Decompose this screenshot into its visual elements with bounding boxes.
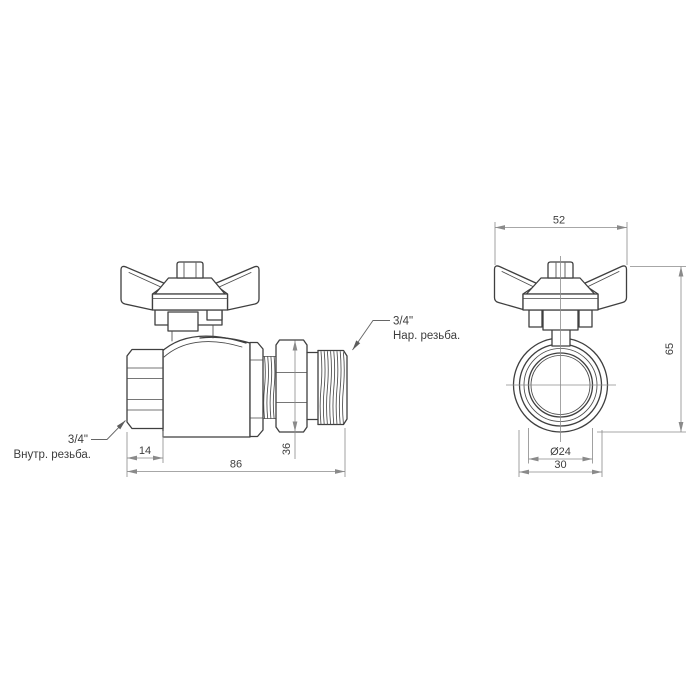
stem-tab-left	[528, 309, 543, 328]
body-dome-arc	[159, 335, 247, 354]
dim-d24-text: Ø24	[550, 446, 571, 458]
dim-14-text: 14	[139, 445, 151, 457]
male-thread-leader	[352, 320, 390, 351]
handle-wing-right-edge	[216, 272, 252, 289]
female-cap-facets	[126, 367, 164, 411]
female-cap	[126, 348, 164, 430]
extension-lines-65	[597, 266, 686, 433]
label-male-thread: 3/4" Нар. резьба.	[352, 316, 460, 351]
stem-tab-right	[578, 309, 593, 328]
stem-neck-lines	[171, 324, 214, 342]
body-dome-inner-arc	[163, 341, 243, 358]
male-thread-size-text: 3/4"	[393, 316, 413, 328]
handle-wing-right	[213, 265, 260, 311]
extension-lines-30	[518, 430, 603, 477]
neck	[306, 349, 319, 426]
female-thread-label-text: Внутр. резьба.	[13, 449, 91, 461]
union-nut-facets	[275, 372, 308, 403]
male-thread-lines	[319, 351, 345, 425]
handle-wing-right-front-edge	[584, 271, 620, 289]
stem-tab	[206, 309, 223, 321]
tail-hex	[249, 341, 264, 438]
dim-36-text: 36	[281, 443, 293, 455]
handle-hex-bolt-front-facets	[555, 262, 566, 279]
butterfly-handle-side	[120, 261, 260, 342]
male-thread-label-text: Нар. резьба.	[393, 330, 460, 342]
dim-52-text: 52	[553, 215, 565, 227]
handle-wing-left	[120, 265, 167, 311]
handle-wing-left-front-edge	[501, 271, 537, 289]
handle-hex-bolt	[176, 261, 204, 279]
side-dimensions: 14 86 36	[126, 340, 346, 477]
handle-wing-left-front	[493, 265, 539, 311]
centerlines	[506, 256, 616, 442]
dim-30-text: 30	[554, 459, 566, 471]
valve-body-outline	[162, 336, 251, 438]
stem-gland	[167, 311, 199, 332]
dim-65-text: 65	[664, 343, 676, 355]
tail-hex-facets	[249, 359, 264, 419]
handle-wing-left-edge	[128, 272, 164, 289]
handle-band	[151, 293, 229, 311]
handle-wing-right-front	[582, 265, 628, 311]
male-thread-outline	[317, 349, 348, 426]
front-dimensions: 52 65 Ø24 30	[494, 215, 686, 477]
female-thread-leader	[91, 420, 126, 440]
tail-thread-edges	[262, 356, 278, 419]
extension-lines-52	[494, 222, 628, 265]
handle-hex-bolt-facets	[183, 262, 197, 279]
valve-body-side	[126, 335, 348, 438]
label-female-thread: 3/4" Внутр. резьба.	[13, 420, 126, 461]
tail-thread-lines	[263, 356, 276, 419]
dim-86-text: 86	[230, 459, 242, 471]
side-view: 14 86 36 3/4" Нар. резьба. 3/4" Внутр. р…	[13, 261, 460, 477]
union-nut	[275, 339, 308, 433]
handle-cap	[154, 277, 226, 295]
front-view: 52 65 Ø24 30	[493, 215, 686, 477]
female-thread-size-text: 3/4"	[68, 434, 88, 446]
